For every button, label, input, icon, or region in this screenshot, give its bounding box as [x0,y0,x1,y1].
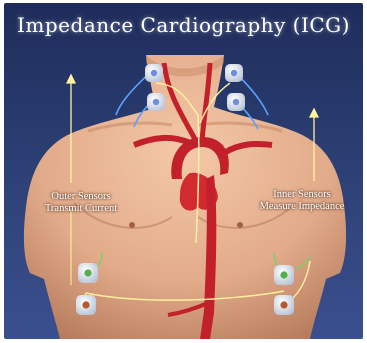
outer-sensors-desc: Transmit Current [26,203,136,215]
right-nipple [237,222,243,228]
left-nipple [129,222,135,228]
outer-sensors-label: Outer Sensors Transmit Current [26,191,136,215]
inner-sensors-label: Inner Sensors Measure Impedance [242,189,362,213]
sensor-chest-left-outer [78,263,98,283]
icg-diagram: Impedance Cardiography (ICG) Outer Senso… [4,3,363,339]
illustration [4,3,363,339]
sensor-neck-right-outer [225,64,243,82]
inner-sensors-title: Inner Sensors [242,189,362,201]
outer-sensors-title: Outer Sensors [26,191,136,203]
sensor-chest-right-inner [274,295,294,315]
diagram-title: Impedance Cardiography (ICG) [4,13,363,37]
inner-sensors-desc: Measure Impedance [242,201,362,213]
sensor-neck-left-inner [147,93,165,111]
sensor-chest-right-outer [274,265,294,285]
sensor-neck-right-inner [227,93,245,111]
sensor-chest-left-inner [76,295,96,315]
sensor-neck-left-outer [145,64,163,82]
